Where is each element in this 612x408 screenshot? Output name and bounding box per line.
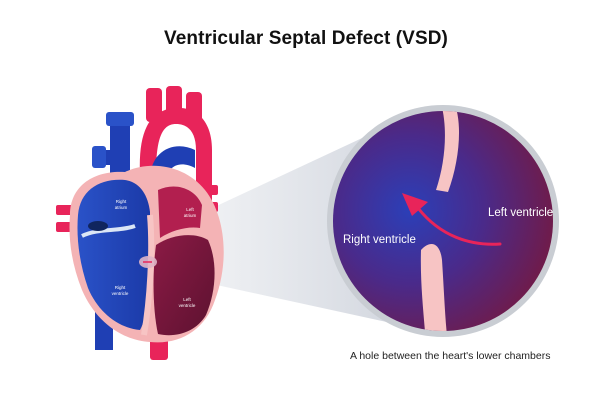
zoom-circle <box>327 105 559 337</box>
label-right-ventricle: Right ventricle <box>111 285 129 296</box>
pulmonary-artery <box>100 150 130 165</box>
label-left-atrium: Left atrium <box>183 207 197 218</box>
shunt-arrow <box>416 206 502 246</box>
aortic-branch-3 <box>186 92 202 124</box>
heart-illustration <box>56 86 224 360</box>
septum-upper <box>436 111 460 192</box>
septum <box>141 214 155 336</box>
aortic-branch-1 <box>146 88 162 122</box>
page-title: Ventricular Septal Defect (VSD) <box>164 28 448 49</box>
left-ventricle <box>153 235 215 336</box>
left-atrium <box>158 186 202 238</box>
caption: A hole between the heart's lower chamber… <box>350 350 551 362</box>
label-right-ventricle-zoom: Right ventricle <box>343 234 416 246</box>
septum-lower <box>420 244 448 331</box>
label-right-atrium: Right atrium <box>114 199 128 210</box>
aortic-arch <box>139 107 212 250</box>
aortic-branch-2 <box>166 86 182 120</box>
right-side-chambers <box>77 179 150 330</box>
label-left-ventricle-zoom: Left ventricle <box>488 207 554 219</box>
label-left-ventricle: Left ventricle <box>178 297 196 308</box>
